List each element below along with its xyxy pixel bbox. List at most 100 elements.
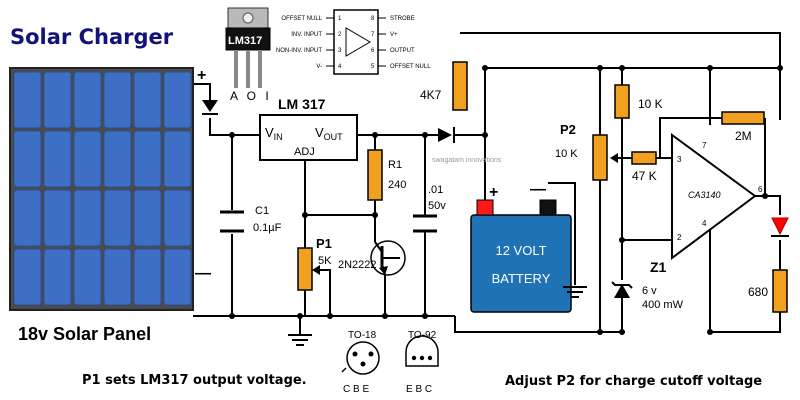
resistors [367,61,788,313]
opamp-pin-2-label: INV. INPUT [291,32,322,38]
opamp-pin-3-number: 3 [338,48,342,54]
regulator-vin: VIN [265,125,283,142]
p2-name: P2 [560,122,576,137]
opamp-pin4: 4 [702,219,707,228]
z1-name: Z1 [650,259,667,275]
input-diode [202,100,218,115]
page-title: Solar Charger [10,25,174,49]
note-left: P1 sets LM317 output voltage. [82,373,307,388]
watermark: swagatam innovations [432,157,502,164]
regulator-vout: VOUT [315,125,343,142]
battery [470,199,572,313]
p2-value: 10 K [555,148,578,160]
solar-cell [103,71,132,129]
solar-cell [13,130,42,188]
opamp-ca3140 [671,133,757,260]
transistor-2n2222 [370,240,406,276]
ic-chip-label: LM317 [228,35,262,47]
solar-cell [73,248,102,306]
solar-cell [103,248,132,306]
solar-cell [163,71,192,129]
opamp-pin-1-number: 1 [338,16,342,22]
opamp-pin-6-label: OUTPUT [390,48,415,54]
r1-value: 240 [388,179,406,191]
battery-line2: BATTERY [492,271,551,286]
panel-label: 18v Solar Panel [18,324,151,344]
z1-voltage: 6 v [642,285,657,297]
solar-cell [13,71,42,129]
cap2-voltage: 50v [428,200,446,212]
potentiometer-p1 [297,247,330,291]
p1-name: P1 [316,236,332,251]
solar-cell [43,248,72,306]
solar-panel [9,67,194,311]
opamp-pin-3-label: NON-INV. INPUT [276,48,322,54]
p1-value: 5K [318,255,332,267]
battery-line1: 12 VOLT [495,243,546,258]
main-ground-icon [288,334,312,346]
solar-cell [73,130,102,188]
z1-power: 400 mW [642,299,684,311]
opamp-pin-8-number: 8 [371,16,375,22]
led-indicator [771,217,789,237]
solar-cell [163,130,192,188]
solar-cell [133,248,162,306]
capacitor-01 [413,214,437,233]
opamp-pin-4-label: V- [316,64,322,70]
solar-cell [43,189,72,247]
solar-cell [73,71,102,129]
c1-value: 0.1µF [253,222,282,234]
solar-cell [163,189,192,247]
panel-minus-label: — [195,265,211,282]
r-2m-label: 2M [735,129,752,143]
battery-minus-label: — [530,181,546,198]
lm317-package-icon [225,7,271,88]
to18-pins: C B E [343,384,369,395]
ic-pin-labels: A O I [230,89,272,103]
r-680-label: 680 [748,285,768,299]
solar-cell [133,189,162,247]
opamp-pin6: 6 [758,185,763,194]
transistor-label: 2N2222 [338,259,377,271]
opamp-pin-5-label: OFFSET NULL [390,64,431,70]
r-4k7-label: 4K7 [420,88,442,102]
to92-pins: E B C [406,384,432,395]
junction-dots [229,65,783,335]
lm317-regulator [259,114,358,161]
opamp-pin3: 3 [677,155,682,164]
opamp-pin-7-number: 7 [371,32,375,38]
opamp-pin-5-number: 5 [371,64,375,70]
opamp-pin-4-number: 4 [338,64,342,70]
opamp-pin-1-label: OFFSET NULL [281,16,322,22]
r-47k-label: 47 K [632,169,657,183]
solar-cell [13,248,42,306]
note-right: Adjust P2 for charge cutoff voltage [505,374,762,389]
potentiometer-p2 [592,134,618,181]
opamp-pin-6-number: 6 [371,48,375,54]
solar-cell [163,248,192,306]
solar-cells [13,71,192,306]
c1-name: C1 [255,205,269,217]
r1-name: R1 [388,159,402,171]
opamp-pin7: 7 [702,141,707,150]
to18-package-icon [341,341,380,375]
solar-cell [103,130,132,188]
zener-z1 [611,281,633,298]
opamp-pinout-icon [326,9,386,75]
regulator-name: LM 317 [278,96,326,112]
output-diode [438,127,455,143]
solar-cell [43,130,72,188]
solar-cell [103,189,132,247]
to92-package-icon [405,335,439,367]
opamp-name: CA3140 [688,190,721,200]
battery-ground-icon [563,286,587,298]
to92-label: TO-92 [408,330,437,341]
opamp-pin-8-label: STROBE [390,16,415,22]
r-10k-label: 10 K [638,97,663,111]
solar-cell [73,189,102,247]
solar-cell [13,189,42,247]
opamp-pin2: 2 [677,233,682,242]
opamp-pin-7-label: V+ [390,32,398,38]
